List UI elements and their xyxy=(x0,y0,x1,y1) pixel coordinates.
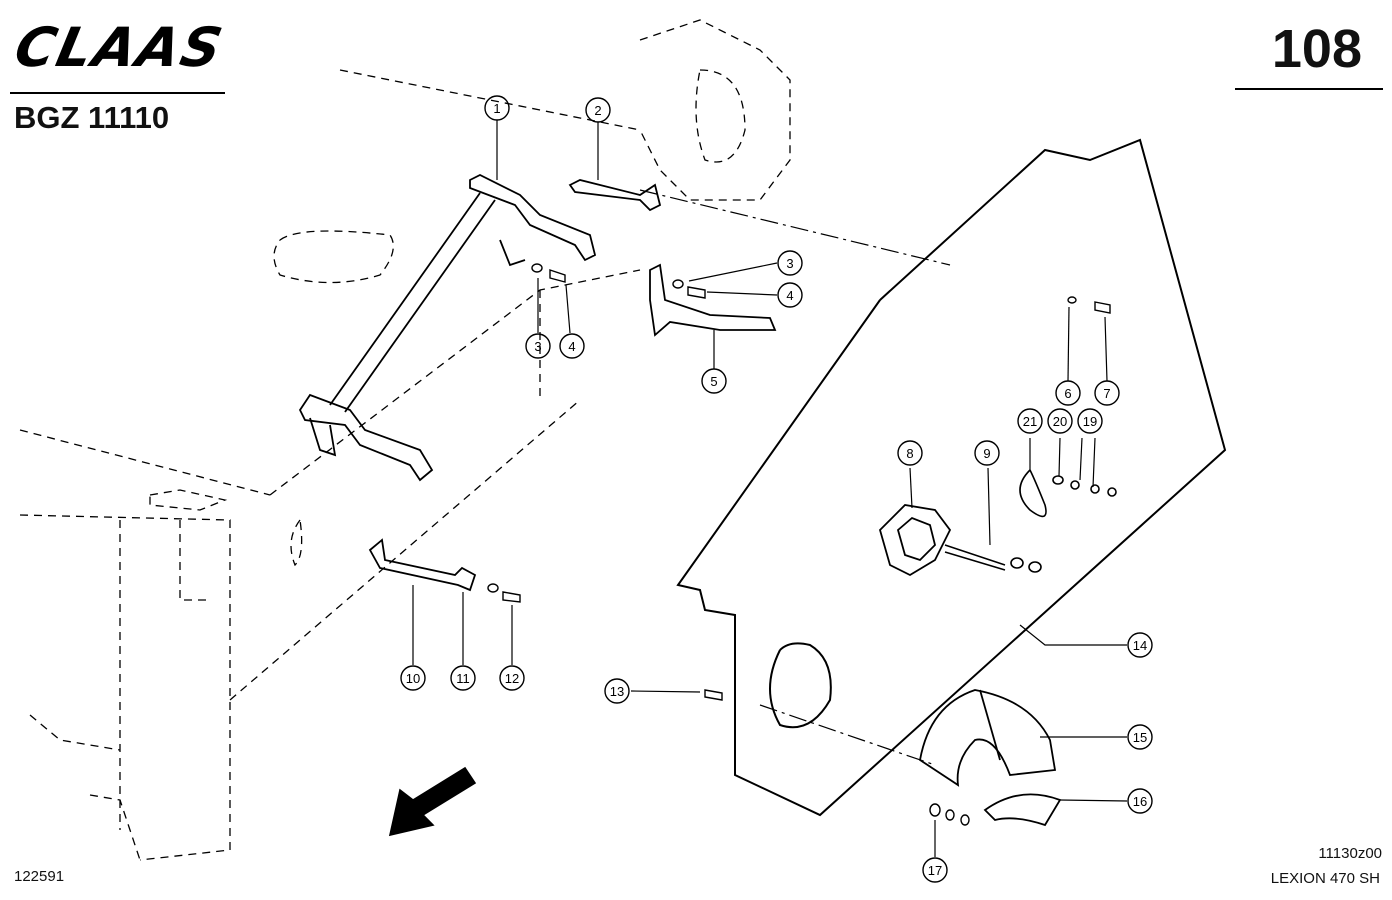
callout-circle xyxy=(1077,408,1103,434)
callout-6: 6 xyxy=(1064,386,1071,401)
callout-9: 9 xyxy=(983,446,990,461)
callout-7: 7 xyxy=(1103,386,1110,401)
callout-10: 10 xyxy=(406,671,420,686)
callout-circle xyxy=(1047,408,1073,434)
callout-4: 4 xyxy=(568,339,575,354)
callout-circle xyxy=(1127,788,1153,814)
callout-circle xyxy=(1017,408,1043,434)
callout-3: 3 xyxy=(786,256,793,271)
callout-19: 19 xyxy=(1083,414,1097,429)
part-9-bolt xyxy=(944,544,1042,573)
callout-circles xyxy=(400,95,1153,883)
callout-circle xyxy=(1127,724,1153,750)
callout-20: 20 xyxy=(1053,414,1067,429)
callout-8: 8 xyxy=(906,446,913,461)
callout-21: 21 xyxy=(1023,414,1037,429)
page-number: 108 xyxy=(1271,19,1362,79)
header-rule-right xyxy=(1235,88,1383,90)
part-17-hardware xyxy=(929,803,970,826)
callout-circle xyxy=(559,333,585,359)
callout-2: 2 xyxy=(594,103,601,118)
part-2-bracket xyxy=(568,179,662,212)
callout-circle xyxy=(400,665,426,691)
callout-16: 16 xyxy=(1133,794,1147,809)
callout-circle xyxy=(922,857,948,883)
callout-circle xyxy=(897,440,923,466)
document-number: 122591 xyxy=(14,868,65,885)
callout-circle xyxy=(974,440,1000,466)
part-10-bracket xyxy=(368,538,477,592)
callout-1: 1 xyxy=(493,101,500,116)
direction-arrow xyxy=(388,766,477,837)
callout-circle xyxy=(777,250,803,276)
callout-14: 14 xyxy=(1133,638,1147,653)
part-8-guard xyxy=(878,504,952,577)
callout-11: 11 xyxy=(456,671,470,686)
callout-circle xyxy=(1055,380,1081,406)
callout-17: 17 xyxy=(928,863,942,878)
callout-12: 12 xyxy=(505,671,519,686)
callout-5: 5 xyxy=(710,374,717,389)
fasteners xyxy=(487,263,1111,701)
part-5-bracket xyxy=(649,263,777,337)
callout-circle xyxy=(585,97,611,123)
part-14-side-panel xyxy=(676,138,1227,817)
callout-circle xyxy=(1094,380,1120,406)
callout-4: 4 xyxy=(786,288,793,303)
phantom-frame xyxy=(19,19,791,861)
leader-lines xyxy=(412,120,1128,857)
callout-3: 3 xyxy=(534,339,541,354)
header-rule-left xyxy=(10,92,225,94)
figure-reference: 11130z00 xyxy=(1318,845,1382,862)
part-1-support xyxy=(298,173,597,482)
callout-circle xyxy=(1127,632,1153,658)
part-21-ring xyxy=(1019,469,1117,518)
part-16-pad xyxy=(983,793,1062,827)
group-code: BGZ 11110 xyxy=(14,100,170,135)
callout-circle xyxy=(499,665,525,691)
machine-model: LEXION 470 SH xyxy=(1270,870,1380,887)
callout-circle xyxy=(525,333,551,359)
callout-circle xyxy=(777,282,803,308)
callout-15: 15 xyxy=(1133,730,1147,745)
callout-circle xyxy=(701,368,727,394)
callout-13: 13 xyxy=(610,684,624,699)
callout-labels: 1 2 3 4 3 4 5 6 7 8 9 10 11 12 13 14 15 … xyxy=(406,101,1147,878)
callout-circle xyxy=(484,95,510,121)
callout-circle xyxy=(604,678,630,704)
callout-circle xyxy=(450,665,476,691)
part-15-pad xyxy=(919,689,1057,787)
